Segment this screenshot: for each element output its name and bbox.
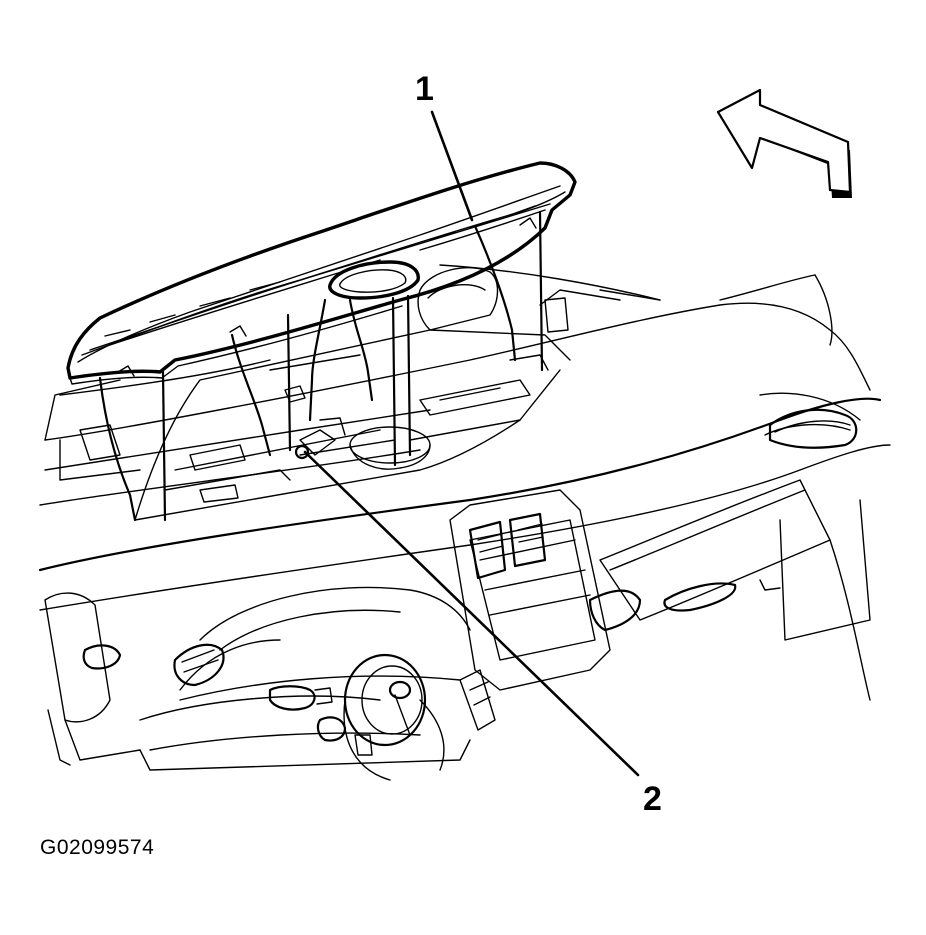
assembly-guide-lines [98,210,544,522]
cowl-area [44,264,833,441]
arrow-forward-icon [716,88,852,198]
defroster-grille-panel [66,161,577,385]
callout-2-leader [303,450,640,777]
callout-number-1: 1 [415,70,434,108]
callout-number-2: 2 [643,780,662,818]
defroster-recess [134,266,571,521]
callout-1-leader [430,110,474,222]
figure-id-label: G02099574 [40,836,155,859]
instrument-panel [38,302,891,781]
